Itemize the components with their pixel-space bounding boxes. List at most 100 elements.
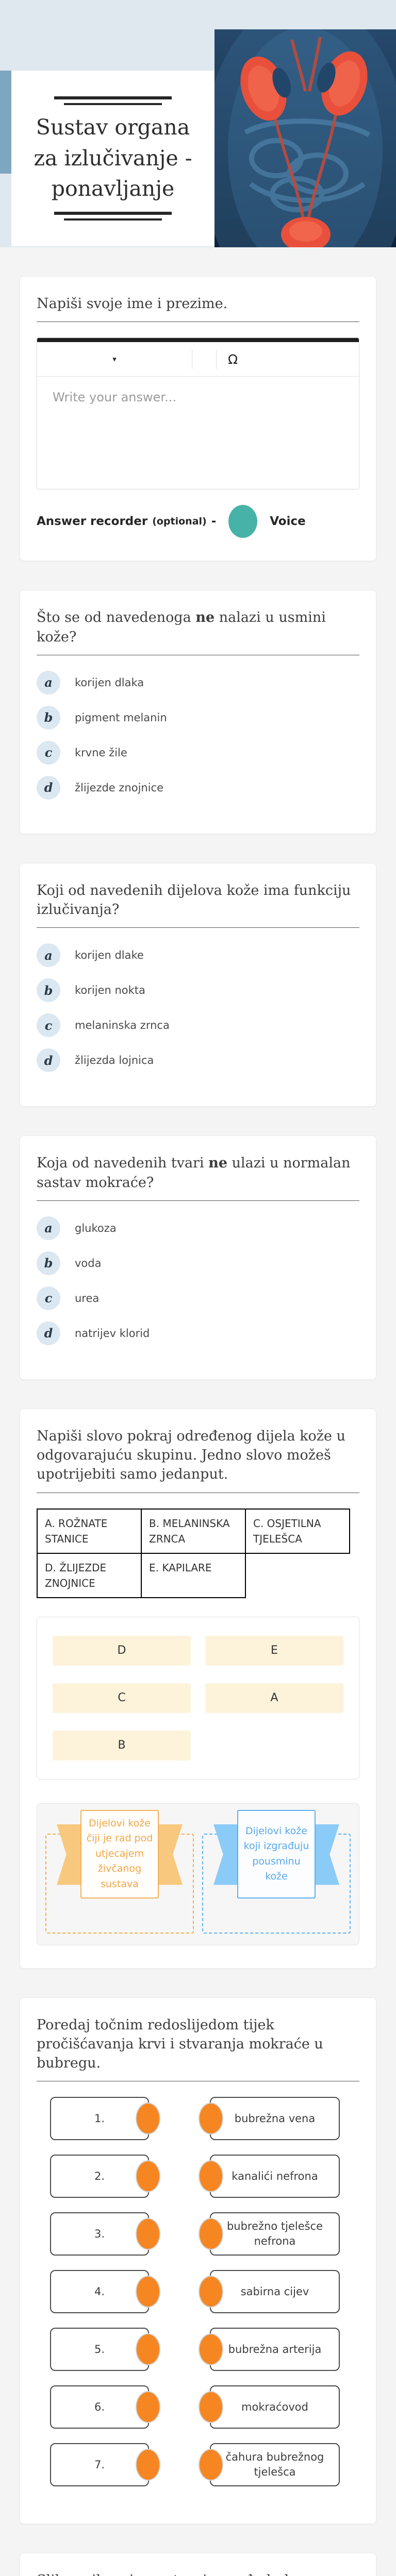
title-rule-top-2 [64,103,162,106]
title-rule-bottom-2 [64,218,162,221]
option-b[interactable]: b korijen nokta [37,978,359,1003]
table-cell-empty [245,1553,350,1598]
order-slot-5[interactable]: 5. [50,2328,160,2371]
option-text: krvne žile [75,746,127,759]
connector-dot[interactable] [136,2103,160,2135]
question-title: Poredaj točnim redoslijedom tijek pročiš… [37,2016,323,2072]
connector-dot[interactable] [199,2449,223,2481]
answer-recorder-optional: (optional) [152,516,207,528]
question-bubreg-slika: Slika prikazuje unutarnju građu bubrega … [20,2553,376,2576]
answer-recorder-label: Answer recorder [37,515,148,529]
connector-dot[interactable] [199,2160,223,2193]
question-title: Koji od navedenih dijelova kože ima funk… [37,882,351,918]
question-usmina: Što se od navedenoga ne nalazi u usmini … [20,590,376,834]
title-card: Sustav organa za izlučivanje - ponavljan… [11,71,214,246]
skin-parts-table: A. ROŽNATE STANICE B. MELANINSKA ZRNCA C… [37,1508,350,1598]
option-d[interactable]: d natrijev klorid [37,1321,359,1345]
order-slot-2[interactable]: 2. [50,2155,160,2198]
toolbar-divider [216,349,217,369]
special-characters-button[interactable]: Ω [217,352,238,367]
chevron-down-icon: ▾ [112,355,117,364]
order-item-bubrezna-arterija[interactable]: bubrežna arterija [199,2328,340,2371]
format-dropdown[interactable]: ▾ [37,354,192,364]
zone-ribbon-orange: Dijelovi kože čiji je rad pod utjecajem … [57,1809,183,1904]
letter-chip-d[interactable]: D [53,1635,191,1666]
question-skupine-slova: Napiši slovo pokraj određenog dijela kož… [20,1408,376,1969]
connector-dot[interactable] [136,2276,160,2308]
zone-label: Dijelovi kože čiji je rad pod utjecajem … [80,1809,159,1899]
connector-dot[interactable] [136,2449,160,2481]
order-item-sabirna-cijev[interactable]: sabirna cijev [199,2270,340,2314]
order-slot-7[interactable]: 7. [50,2443,160,2487]
connector-dot[interactable] [199,2391,223,2424]
connector-dot[interactable] [136,2333,160,2366]
worksheet-header: Sustav organa za izlučivanje - ponavljan… [0,0,396,247]
answer-textarea[interactable] [37,377,359,489]
option-text: voda [75,1257,102,1269]
letter-chip-c[interactable]: C [53,1683,191,1713]
connector-dot[interactable] [199,2103,223,2135]
option-letter: c [37,1286,60,1310]
drop-zone-zivcani-sustav[interactable]: Dijelovi kože čiji je rad pod utjecajem … [43,1809,196,1939]
order-row-1: 1. bubrežna vena [37,2097,359,2141]
question-name: Napiši svoje ime i prezime. ▾ Ω Answer r… [20,276,376,562]
option-text: korijen nokta [75,984,145,997]
connector-dot[interactable] [199,2218,223,2250]
connector-dot[interactable] [136,2160,160,2193]
order-row-5: 5. bubrežna arterija [37,2328,359,2371]
option-letter: a [37,943,60,968]
connector-dot[interactable] [136,2391,160,2424]
question-underline [37,927,359,928]
option-letter: d [37,775,60,800]
letter-chip-a[interactable]: A [205,1683,343,1713]
option-text: melaninska zrnca [75,1019,170,1032]
order-slot-4[interactable]: 4. [50,2270,160,2314]
option-letter: c [37,740,60,765]
letter-chip-e[interactable]: E [205,1635,343,1666]
order-item-mokracovod[interactable]: mokraćovod [199,2385,340,2429]
option-letter: a [37,670,60,694]
connector-dot[interactable] [199,2276,223,2308]
option-letter: d [37,1321,60,1345]
connector-dot[interactable] [199,2333,223,2366]
zone-label: Dijelovi kože koji izgrađuju pousminu ko… [237,1809,316,1899]
option-text: urea [75,1292,100,1304]
option-text: korijen dlake [75,949,144,962]
order-row-7: 7. čahura bubrežnog tjelešca [37,2443,359,2487]
answer-recorder-dash: - [211,515,217,529]
toolbar-spacer [192,342,216,376]
option-letter: d [37,1048,60,1073]
title-rule-bottom [54,211,172,215]
option-c[interactable]: c urea [37,1286,359,1310]
order-item-kanalici-nefrona[interactable]: kanalići nefrona [199,2155,340,2198]
order-item-bubrezna-vena[interactable]: bubrežna vena [199,2097,340,2141]
option-text: natrijev klorid [75,1327,150,1340]
option-a[interactable]: a korijen dlake [37,943,359,968]
option-c[interactable]: c krvne žile [37,740,359,765]
question-izlucivanje: Koji od navedenih dijelova kože ima funk… [20,862,376,1107]
option-text: glukoza [75,1222,117,1234]
drop-zone-pousmina[interactable]: Dijelovi kože koji izgrađuju pousminu ko… [200,1809,353,1939]
letter-chip-b[interactable]: B [53,1730,191,1760]
question-underline [37,1200,359,1201]
order-slot-3[interactable]: 3. [50,2212,160,2256]
voice-record-button[interactable] [228,505,258,538]
order-slot-6[interactable]: 6. [50,2385,160,2429]
order-item-cahura[interactable]: čahura bubrežnog tjelešca [199,2443,340,2487]
order-slot-1[interactable]: 1. [50,2097,160,2141]
connector-dot[interactable] [136,2218,160,2250]
table-cell-a: A. ROŽNATE STANICE [37,1508,142,1554]
option-letter: b [37,978,60,1003]
question-title: Što se od navedenoga ne nalazi u usmini … [37,609,326,645]
order-row-4: 4. sabirna cijev [37,2270,359,2314]
order-item-bubrezno-tjelesce[interactable]: bubrežno tjelešce nefrona [199,2212,340,2256]
editor-toolbar: ▾ Ω [37,342,359,377]
